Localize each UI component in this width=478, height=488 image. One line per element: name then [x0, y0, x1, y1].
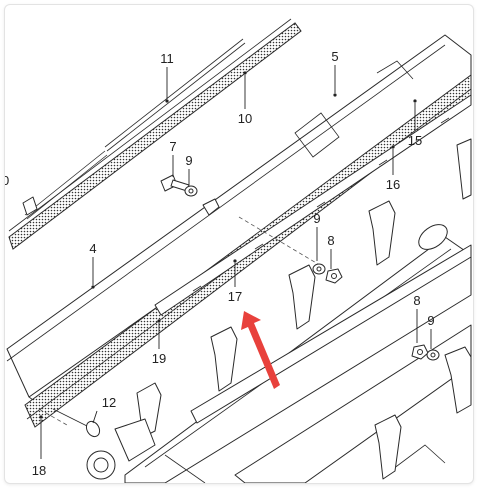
dashed-assembly-line-2	[38, 408, 68, 426]
callout-11: 11	[160, 51, 174, 66]
dashed-assembly-line	[238, 216, 324, 268]
callout-partial-left: 0	[5, 173, 9, 188]
brackets	[136, 138, 472, 480]
clip-left	[22, 196, 38, 216]
callout-8-middle: 8	[327, 233, 334, 248]
callout-19: 19	[152, 351, 166, 366]
callout-12: 12	[102, 395, 116, 410]
washer-part-9	[184, 185, 198, 197]
diagram-frame: 11 5 10 7 9 15 16 4 9 8 17 8 9 19 12 18 …	[4, 4, 474, 484]
callout-15: 15	[408, 133, 422, 148]
bolt-part-7	[160, 174, 190, 192]
callout-8-lower: 8	[413, 293, 420, 308]
callout-4: 4	[89, 241, 96, 256]
red-pointer-arrow	[241, 311, 280, 389]
callout-18: 18	[32, 463, 46, 478]
callout-7: 7	[169, 139, 176, 154]
callout-5: 5	[331, 49, 338, 64]
callout-17: 17	[228, 289, 242, 304]
callout-9-lower: 9	[427, 313, 434, 328]
callout-9-upper: 9	[185, 153, 192, 168]
callout-16: 16	[386, 177, 400, 192]
callout-9-middle: 9	[313, 211, 320, 226]
nut-part-8-lower	[411, 344, 429, 360]
callout-10: 10	[238, 111, 252, 126]
pin-part-12	[52, 408, 101, 438]
leader-lines	[39, 65, 432, 459]
clip-small	[202, 198, 220, 216]
main-beam-part-4	[6, 34, 472, 410]
rod-part-11	[24, 38, 246, 220]
nut-part-8	[325, 268, 343, 284]
exploded-parts-diagram: 11 5 10 7 9 15 16 4 9 8 17 8 9 19 12 18 …	[5, 18, 472, 483]
washer-part-9-lower	[426, 349, 440, 361]
wheel-hub	[86, 418, 156, 480]
washer-part-9-right	[312, 263, 326, 275]
